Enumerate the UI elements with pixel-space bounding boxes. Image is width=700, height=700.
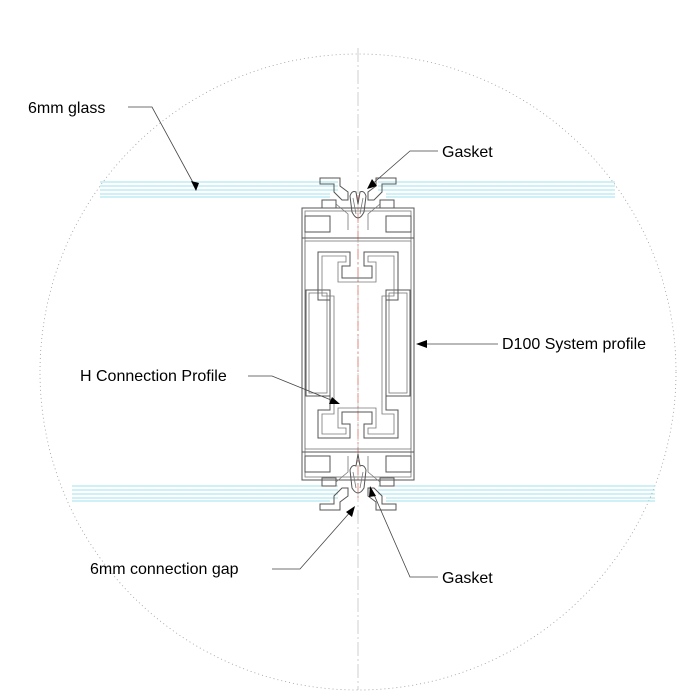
h-connection-profile: [317, 251, 399, 439]
leader-connection-gap: [272, 506, 355, 570]
leader-gasket-bottom: [369, 486, 438, 578]
gasket-top: [319, 177, 397, 230]
leader-h-connection: [248, 375, 340, 404]
label-system-profile: D100 System profile: [502, 336, 646, 353]
leader-system-profile: [416, 340, 498, 348]
glass-pane-top: [100, 181, 615, 198]
label-gasket-top: Gasket: [442, 144, 493, 161]
glass-pane-bottom: [72, 485, 655, 502]
leader-gasket-top: [367, 150, 438, 189]
detail-boundary-circle: [39, 53, 677, 691]
label-glass: 6mm glass: [28, 100, 105, 117]
label-gasket-bottom: Gasket: [442, 570, 493, 587]
label-h-connection: H Connection Profile: [80, 368, 227, 385]
leader-glass: [128, 106, 199, 191]
label-connection-gap: 6mm connection gap: [90, 561, 239, 578]
